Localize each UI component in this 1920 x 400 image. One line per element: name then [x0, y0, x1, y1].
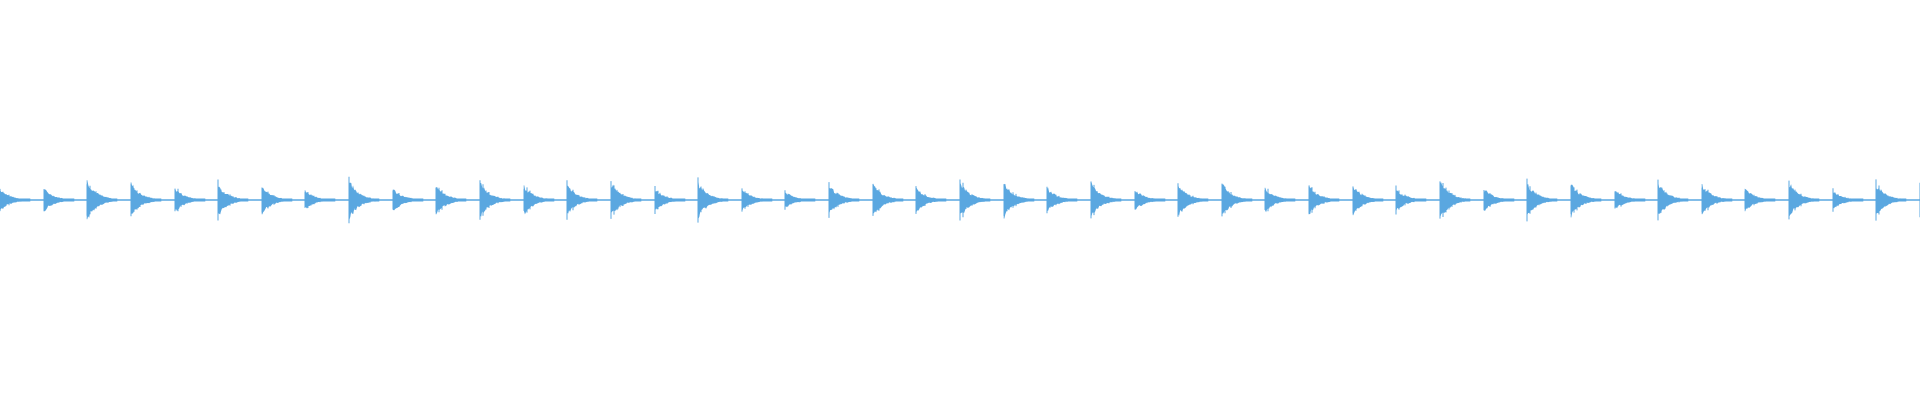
waveform-pulses [0, 176, 1920, 224]
